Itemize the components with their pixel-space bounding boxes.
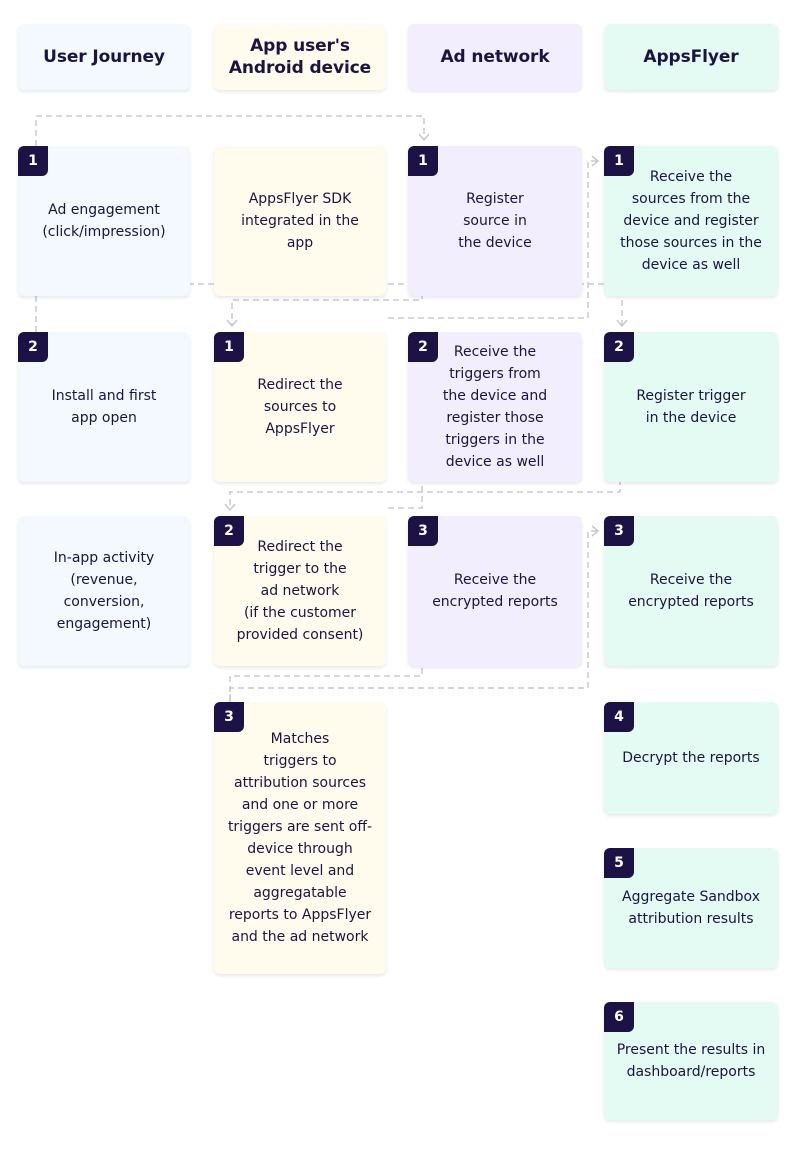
step-aggregate-results: 5 Aggregate Sandbox attribution results: [604, 848, 778, 968]
step-receive-sources: 1 Receive the sources from the device an…: [604, 146, 778, 296]
step-text: Receive the encrypted reports: [628, 572, 754, 610]
step-text: In-app activity (revenue, conversion, en…: [53, 550, 155, 632]
step-number-badge: 5: [604, 848, 634, 878]
step-number-badge: 2: [604, 332, 634, 362]
step-register-source: 1 Register source in the device: [408, 146, 582, 296]
step-text: Decrypt the reports: [622, 750, 760, 766]
step-number-badge: 2: [214, 516, 244, 546]
header-android-device: App user's Android device: [214, 24, 386, 90]
step-number-badge: 3: [214, 702, 244, 732]
step-number-badge: 1: [214, 332, 244, 362]
step-present-results: 6 Present the results in dashboard/repor…: [604, 1002, 778, 1120]
step-text: Aggregate Sandbox attribution results: [622, 889, 760, 927]
step-redirect-sources: 1 Redirect the sources to AppsFlyer: [214, 332, 386, 482]
step-register-trigger: 2 Register trigger in the device: [604, 332, 778, 482]
step-number-badge: 6: [604, 1002, 634, 1032]
step-text: Receive the triggers from the device and…: [442, 344, 548, 470]
step-redirect-trigger: 2 Redirect the trigger to the ad network…: [214, 516, 386, 666]
header-label: App user's Android device: [228, 36, 372, 78]
header-label: User Journey: [43, 47, 165, 67]
step-text: Ad engagement (click/impression): [42, 202, 166, 240]
step-text: Receive the sources from the device and …: [620, 169, 762, 273]
step-number-badge: 1: [408, 146, 438, 176]
header-user-journey: User Journey: [18, 24, 190, 90]
step-ad-engagement: 1 Ad engagement (click/impression): [18, 146, 190, 296]
step-text: Install and first app open: [51, 388, 157, 426]
step-number-badge: 1: [18, 146, 48, 176]
step-text: Register source in the device: [458, 191, 532, 251]
step-number-badge: 4: [604, 702, 634, 732]
header-label: AppsFlyer: [643, 47, 739, 67]
arrow-ad-engagement-to-register-source: [35, 115, 430, 146]
step-text: Register trigger in the device: [636, 388, 746, 426]
step-text: Matches triggers to attribution sources …: [227, 731, 373, 945]
step-sdk-integrated: AppsFlyer SDK integrated in the app: [214, 146, 386, 296]
header-ad-network: Ad network: [408, 24, 582, 90]
step-text: AppsFlyer SDK integrated in the app: [241, 191, 359, 251]
step-number-badge: 3: [408, 516, 438, 546]
step-receive-triggers: 2 Receive the triggers from the device a…: [408, 332, 582, 482]
step-match-triggers: 3 Matches triggers to attribution source…: [214, 702, 386, 974]
step-ad-network-receive-reports: 3 Receive the encrypted reports: [408, 516, 582, 666]
step-text: Present the results in dashboard/reports: [616, 1042, 766, 1080]
header-appsflyer: AppsFlyer: [604, 24, 778, 90]
step-text: Redirect the sources to AppsFlyer: [257, 377, 343, 437]
step-install-first-open: 2 Install and first app open: [18, 332, 190, 482]
step-text: Receive the encrypted reports: [432, 572, 558, 610]
step-appsflyer-receive-reports: 3 Receive the encrypted reports: [604, 516, 778, 666]
header-label: Ad network: [440, 47, 550, 67]
step-number-badge: 2: [408, 332, 438, 362]
step-decrypt-reports: 4 Decrypt the reports: [604, 702, 778, 814]
step-in-app-activity: In-app activity (revenue, conversion, en…: [18, 516, 190, 666]
step-number-badge: 1: [604, 146, 634, 176]
step-text: Redirect the trigger to the ad network (…: [236, 539, 364, 643]
step-number-badge: 2: [18, 332, 48, 362]
step-number-badge: 3: [604, 516, 634, 546]
